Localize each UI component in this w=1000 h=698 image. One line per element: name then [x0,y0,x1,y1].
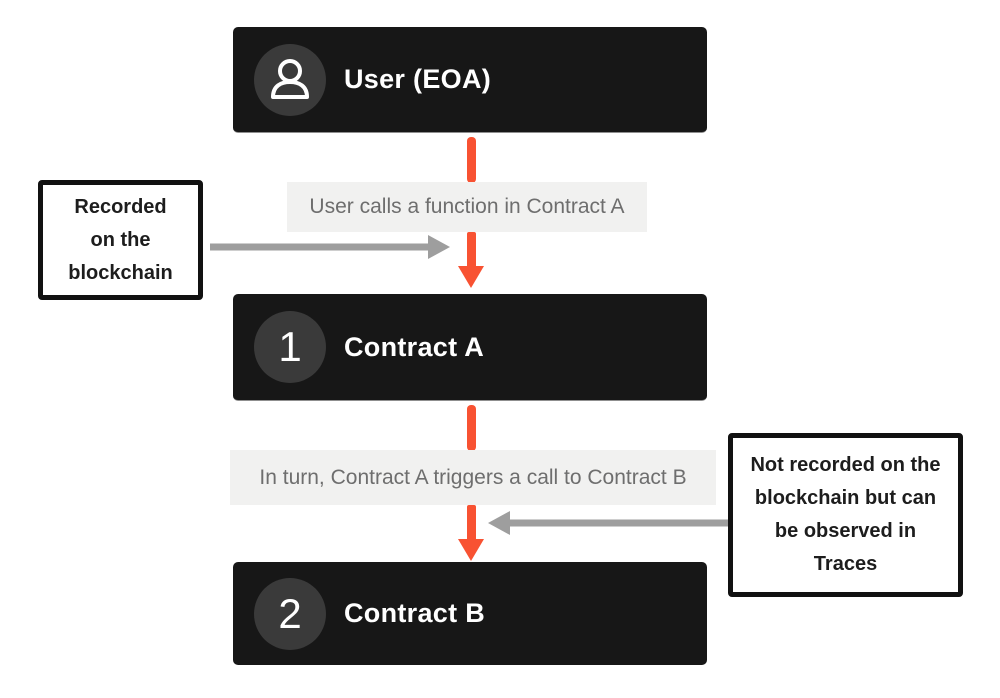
down-arrow-icon-2 [458,505,484,561]
edge-label-user-to-a: User calls a function in Contract A [287,182,647,232]
left-arrow-icon [488,511,728,535]
step-circle-2: 2 [254,577,326,650]
note-line: be observed in [774,520,917,542]
node-title-user: User (EOA) [344,64,492,94]
right-arrow-icon [210,235,450,259]
note-line: blockchain but can [754,487,937,509]
flow-arrow-segment-1 [467,137,476,183]
flow-arrow-segment-2 [467,405,476,451]
user-icon [271,58,309,99]
node-contract-b: 2 Contract B [233,562,707,665]
node-contract-a: 1 Contract A [233,294,707,401]
node-title-contract-a: Contract A [344,331,485,362]
note-not-recorded-traces: Not recorded on the blockchain but can b… [728,433,963,597]
note-line: Traces [813,553,878,575]
node-user-eoa: User (EOA) [233,27,707,133]
step-number: 2 [278,589,302,637]
note-line: blockchain [68,261,173,284]
node-title-contract-b: Contract B [344,598,486,628]
step-circle-1: 1 [254,311,326,383]
edge-label-a-to-b: In turn, Contract A triggers a call to C… [230,450,716,505]
note-line: Not recorded on the [750,454,941,476]
avatar [254,43,326,116]
down-arrow-icon-1 [458,232,484,288]
step-number: 1 [278,323,302,370]
note-recorded-on-blockchain: Recorded on the blockchain [38,180,203,300]
note-line: Recorded [74,195,167,218]
note-line: on the [90,228,151,251]
